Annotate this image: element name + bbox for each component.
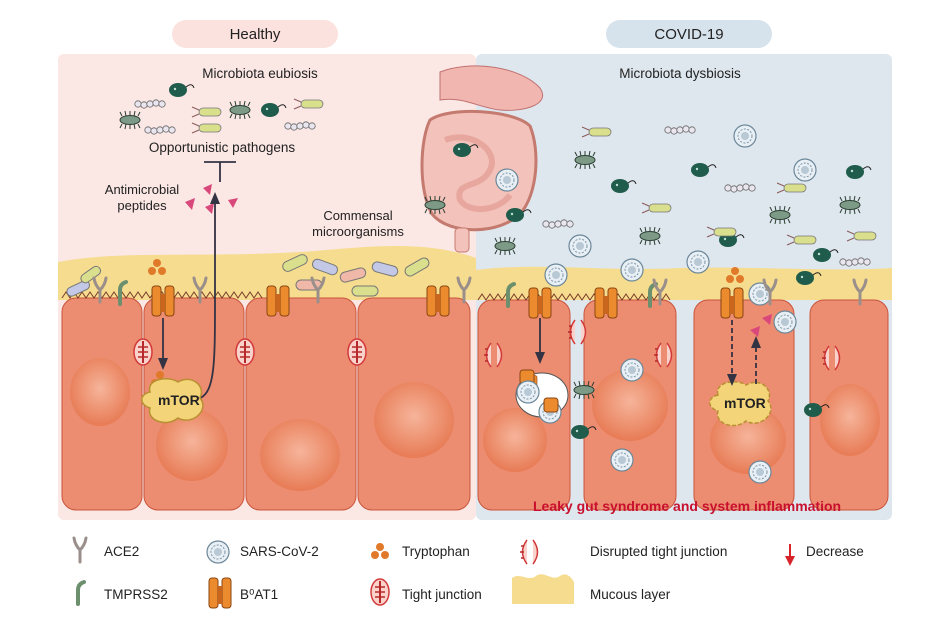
legend-sars-label: SARS-CoV-2: [240, 544, 319, 559]
antimicrobial-line-2: peptides: [117, 197, 167, 213]
tryptophan-icon: [371, 543, 389, 559]
commensal-label: Commensal microorganisms: [298, 208, 418, 239]
opportunistic-pathogens-label: Opportunistic pathogens: [148, 140, 296, 155]
healthy-subtitle: Microbiota eubiosis: [202, 66, 318, 81]
legend-disrupted-label: Disrupted tight junction: [590, 544, 728, 559]
legend-b0at1-label: B⁰AT1: [240, 587, 279, 602]
legend-mucous-label: Mucous layer: [590, 587, 671, 602]
healthy-title-pill: Healthy: [172, 20, 338, 48]
tight-junction-icon: [370, 578, 390, 606]
healthy-title: Healthy: [229, 25, 281, 43]
healthy-epithelium: [61, 297, 471, 511]
mucous-layer-icon: [512, 574, 574, 604]
mtor-covid-blob: [709, 381, 772, 427]
covid-signaling: [727, 314, 772, 386]
leaky-gut-label: Leaky gut syndrome and system inflammati…: [533, 498, 842, 514]
mtor-healthy-label: mTOR: [158, 392, 200, 408]
healthy-signaling: [158, 161, 236, 399]
covid-title: COVID-19: [654, 25, 724, 43]
ace2-icon: [72, 536, 88, 564]
mtor-covid-label: mTOR: [724, 395, 766, 411]
intestine-illustration: [420, 65, 543, 253]
legend-icons: [72, 536, 795, 609]
sars-cov-2-icon: [206, 540, 230, 564]
commensal-line-2: microorganisms: [312, 223, 404, 239]
antimicrobial-line-1: Antimicrobial: [104, 182, 180, 197]
microvilli-healthy: [61, 291, 263, 299]
antimicrobial-peptides-label: Antimicrobial peptides: [92, 182, 192, 213]
covid-subtitle: Microbiota dysbiosis: [619, 66, 741, 81]
covid-title-pill: COVID-19: [606, 20, 772, 48]
commensal-line-1: Commensal: [323, 208, 393, 223]
legend-decrease-label: Decrease: [806, 544, 864, 559]
antimicrobial-peptides: [185, 184, 238, 214]
legend-tryptophan-label: Tryptophan: [402, 544, 470, 559]
legend-ace2-label: ACE2: [104, 544, 140, 559]
tmprss2-icon: [76, 580, 86, 606]
commensal-microorganisms: [66, 254, 430, 297]
decrease-arrow-head: [785, 556, 795, 566]
legend-tmprss2-label: TMPRSS2: [104, 587, 168, 602]
disrupted-junction-icon: [519, 539, 539, 565]
mtor-healthy-blob: [141, 378, 204, 424]
endocytosis-vesicle: [516, 318, 559, 413]
legend-tight-junction-label: Tight junction: [402, 587, 482, 602]
mucous-layer-covid: [476, 266, 892, 300]
b0at1-icon: [208, 577, 232, 609]
